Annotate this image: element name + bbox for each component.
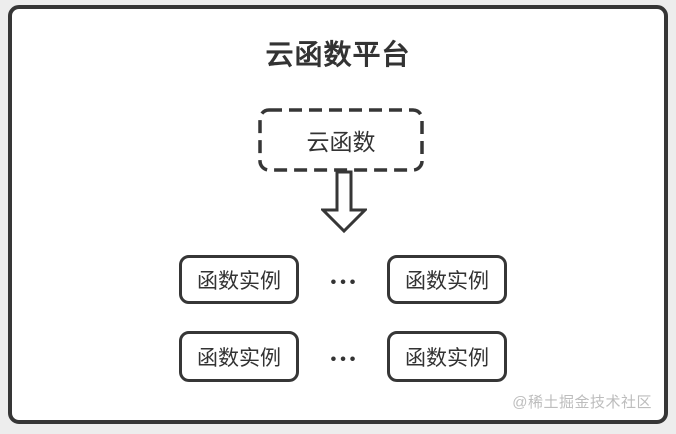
cloud-function-label: 云函数: [306, 129, 376, 155]
diagram-frame: 云函数平台 云函数 函数实例 ••• 函数实例 函数实例 ••• 函数实例 @稀…: [8, 5, 668, 424]
function-instance-node: 函数实例: [179, 255, 299, 304]
instance-row-2: 函数实例 ••• 函数实例: [179, 331, 507, 382]
instance-row-1: 函数实例 ••• 函数实例: [179, 255, 507, 304]
ellipsis-icon: •••: [330, 350, 360, 368]
function-instance-node: 函数实例: [387, 255, 507, 304]
function-instance-node: 函数实例: [387, 331, 507, 382]
function-instance-node: 函数实例: [179, 331, 299, 382]
down-arrow-icon: [321, 170, 367, 234]
diagram-title: 云函数平台: [265, 39, 411, 70]
cloud-function-node: 云函数: [258, 108, 424, 172]
watermark: @稀土掘金技术社区: [512, 394, 652, 411]
dashed-border-icon: [258, 108, 424, 172]
ellipsis-icon: •••: [330, 273, 360, 291]
